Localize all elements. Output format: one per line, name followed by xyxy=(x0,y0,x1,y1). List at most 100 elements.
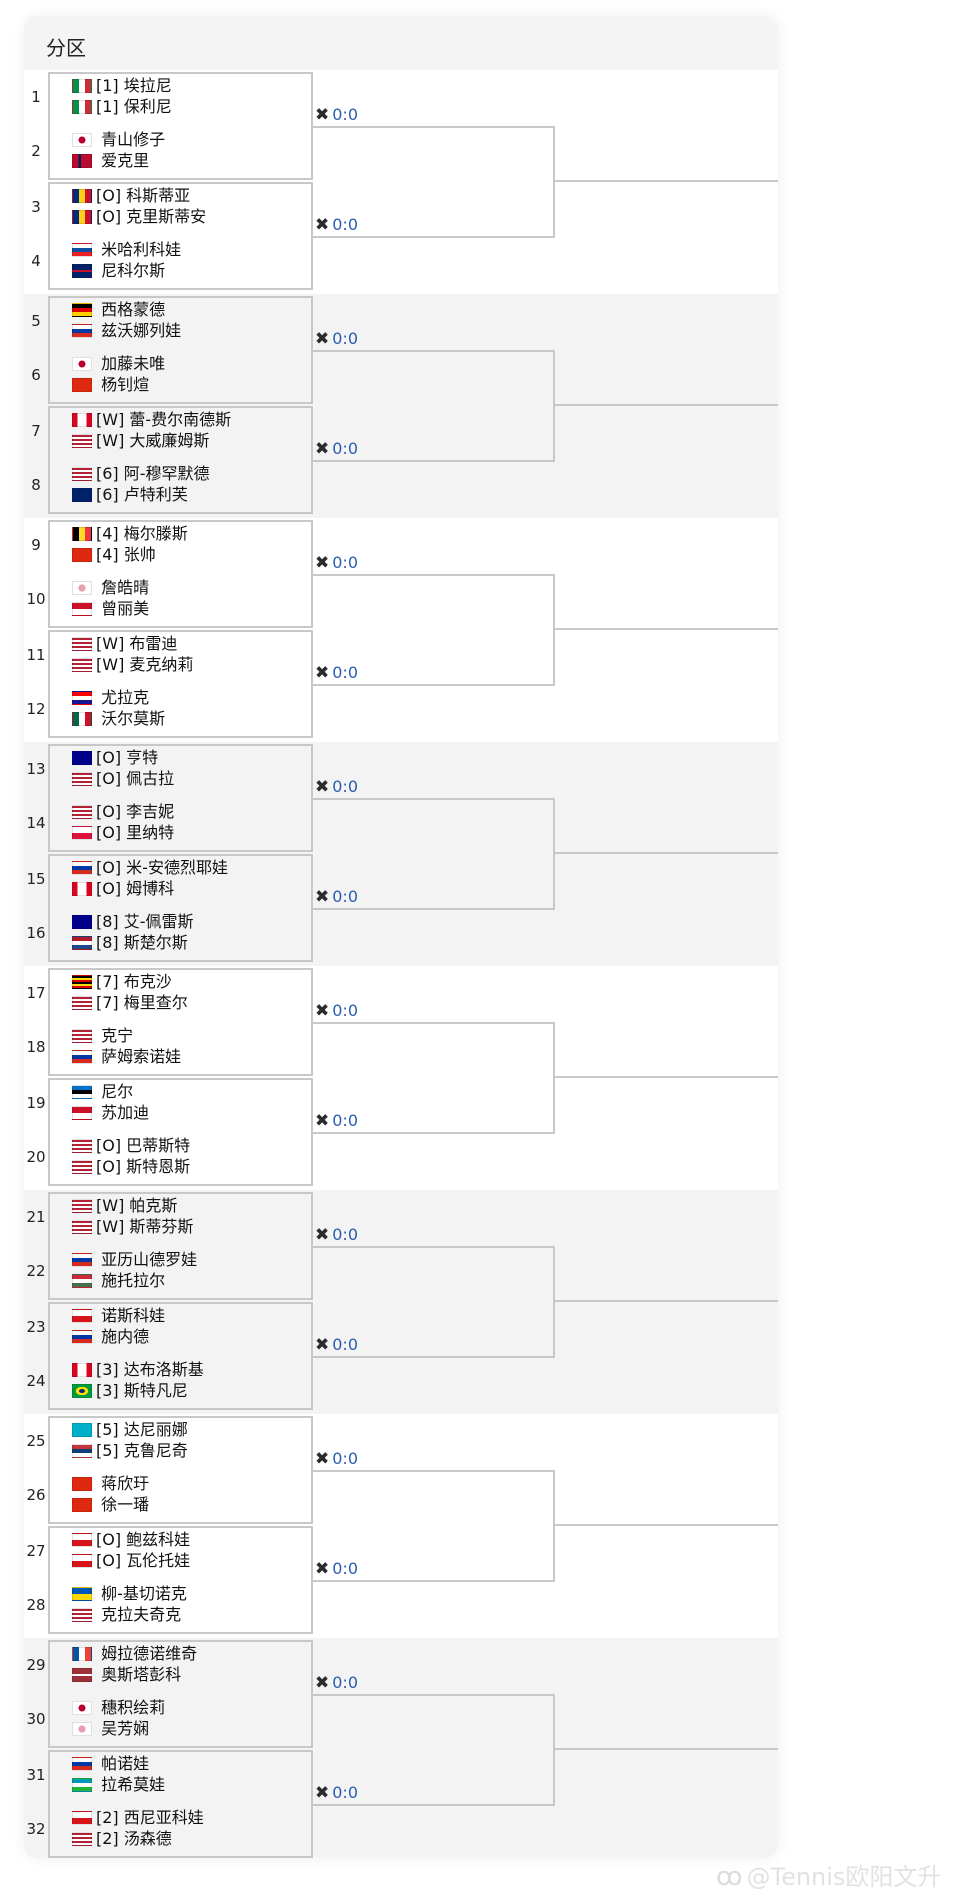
draw-position: 21 xyxy=(26,1208,46,1226)
player-row[interactable]: [O] 科斯蒂亚 xyxy=(72,186,190,206)
player-row[interactable]: [W] 大威廉姆斯 xyxy=(72,431,209,451)
flag-usa-icon xyxy=(72,996,92,1010)
player-row[interactable]: [W] 布雷迪 xyxy=(72,634,177,654)
match-score[interactable]: ✖0:0 xyxy=(315,329,358,349)
player-row[interactable]: 克宁 xyxy=(72,1026,133,1046)
flag-uk-icon xyxy=(72,264,92,278)
draw-position: 22 xyxy=(26,1262,46,1280)
player-row[interactable]: [6] 阿-穆罕默德 xyxy=(72,464,210,484)
match-score[interactable]: ✖0:0 xyxy=(315,1001,358,1021)
player-row[interactable]: 亚历山德罗娃 xyxy=(72,1250,197,1270)
match-score[interactable]: ✖0:0 xyxy=(315,887,358,907)
player-row[interactable]: [1] 保利尼 xyxy=(72,97,172,117)
player-name: 克鲁尼奇 xyxy=(123,1441,188,1460)
player-row[interactable]: [W] 蕾-费尔南德斯 xyxy=(72,410,231,430)
player-row[interactable]: [O] 鲍兹科娃 xyxy=(72,1530,190,1550)
player-row[interactable]: 蒋欣玗 xyxy=(72,1474,149,1494)
player-row[interactable]: 施托拉尔 xyxy=(72,1271,165,1291)
player-row[interactable]: [O] 米-安德烈耶娃 xyxy=(72,858,228,878)
player-name: 穗积绘莉 xyxy=(101,1698,166,1717)
player-row[interactable]: [2] 西尼亚科娃 xyxy=(72,1808,204,1828)
player-row[interactable]: [4] 张帅 xyxy=(72,545,156,565)
player-row[interactable]: 帕诺娃 xyxy=(72,1754,149,1774)
match-score[interactable]: ✖0:0 xyxy=(315,663,358,683)
match-score[interactable]: ✖0:0 xyxy=(315,1449,358,1469)
player-row[interactable]: 尼尔 xyxy=(72,1082,133,1102)
player-row[interactable]: 徐一璠 xyxy=(72,1495,149,1515)
match-score[interactable]: ✖0:0 xyxy=(315,777,358,797)
match-score[interactable]: ✖0:0 xyxy=(315,1673,358,1693)
player-row[interactable]: 萨姆索诺娃 xyxy=(72,1047,181,1067)
draw-position: 15 xyxy=(26,870,46,888)
draw-position: 11 xyxy=(26,646,46,664)
player-row[interactable]: [4] 梅尔滕斯 xyxy=(72,524,188,544)
player-row[interactable]: 曾丽美 xyxy=(72,599,149,619)
player-row[interactable]: [O] 亨特 xyxy=(72,748,158,768)
player-row[interactable]: [2] 汤森德 xyxy=(72,1829,172,1849)
player-row[interactable]: 詹皓晴 xyxy=(72,578,149,598)
player-name: 蕾-费尔南德斯 xyxy=(129,410,232,429)
match-score[interactable]: ✖0:0 xyxy=(315,1783,358,1803)
match-score[interactable]: ✖0:0 xyxy=(315,1225,358,1245)
player-row[interactable]: 尤拉克 xyxy=(72,688,149,708)
player-row[interactable]: 西格蒙德 xyxy=(72,300,165,320)
player-row[interactable]: 爱克里 xyxy=(72,151,149,171)
player-row[interactable]: [O] 姆博科 xyxy=(72,879,174,899)
player-row[interactable]: 柳-基切诺克 xyxy=(72,1584,187,1604)
player-row[interactable]: [6] 卢特利芙 xyxy=(72,485,188,505)
player-row[interactable]: 苏加迪 xyxy=(72,1103,149,1123)
player-row[interactable]: [O] 里纳特 xyxy=(72,823,174,843)
score-text: 0:0 xyxy=(332,887,358,906)
match-score[interactable]: ✖0:0 xyxy=(315,553,358,573)
player-row[interactable]: 米哈利科娃 xyxy=(72,240,181,260)
match-score[interactable]: ✖0:0 xyxy=(315,105,358,125)
player-row[interactable]: 诺斯科娃 xyxy=(72,1306,165,1326)
player-row[interactable]: [O] 佩古拉 xyxy=(72,769,174,789)
player-row[interactable]: [W] 斯蒂芬斯 xyxy=(72,1217,193,1237)
player-row[interactable]: [8] 艾-佩雷斯 xyxy=(72,912,194,932)
match-score[interactable]: ✖0:0 xyxy=(315,1335,358,1355)
player-row[interactable]: [O] 克里斯蒂安 xyxy=(72,207,206,227)
player-name: 埃拉尼 xyxy=(123,76,172,95)
flag-uzbekistan-icon xyxy=(72,1778,92,1792)
player-row[interactable]: 姆拉德诺维奇 xyxy=(72,1644,197,1664)
player-row[interactable]: [1] 埃拉尼 xyxy=(72,76,172,96)
player-row[interactable]: 吴芳娴 xyxy=(72,1719,149,1739)
player-name: 杨钊煊 xyxy=(101,375,150,394)
player-row[interactable]: [7] 布克沙 xyxy=(72,972,172,992)
draw-position: 13 xyxy=(26,760,46,778)
match-box xyxy=(48,1416,313,1524)
match-score[interactable]: ✖0:0 xyxy=(315,1111,358,1131)
match-score[interactable]: ✖0:0 xyxy=(315,215,358,235)
player-row[interactable]: [5] 达尼丽娜 xyxy=(72,1420,188,1440)
match-score[interactable]: ✖0:0 xyxy=(315,439,358,459)
player-row[interactable]: [O] 瓦伦托娃 xyxy=(72,1551,190,1571)
player-row[interactable]: [W] 麦克纳莉 xyxy=(72,655,193,675)
player-row[interactable]: [W] 帕克斯 xyxy=(72,1196,177,1216)
player-row[interactable]: 沃尔莫斯 xyxy=(72,709,165,729)
player-row[interactable]: [3] 斯特凡尼 xyxy=(72,1381,188,1401)
player-row[interactable]: 兹沃娜列娃 xyxy=(72,321,181,341)
player-row[interactable]: [8] 斯楚尔斯 xyxy=(72,933,188,953)
player-row[interactable]: 施内德 xyxy=(72,1327,149,1347)
player-row[interactable]: 奥斯塔彭科 xyxy=(72,1665,181,1685)
player-row[interactable]: [5] 克鲁尼奇 xyxy=(72,1441,188,1461)
flag-china-icon xyxy=(72,378,92,392)
player-row[interactable]: [7] 梅里查尔 xyxy=(72,993,188,1013)
player-row[interactable]: [O] 斯特恩斯 xyxy=(72,1157,190,1177)
player-row[interactable]: 杨钊煊 xyxy=(72,375,149,395)
player-row[interactable]: 尼科尔斯 xyxy=(72,261,165,281)
draw-position: 20 xyxy=(26,1148,46,1166)
player-row[interactable]: [3] 达布洛斯基 xyxy=(72,1360,204,1380)
player-row[interactable]: 克拉夫奇克 xyxy=(72,1605,181,1625)
player-row[interactable]: [O] 巴蒂斯特 xyxy=(72,1136,190,1156)
player-row[interactable]: 拉希莫娃 xyxy=(72,1775,165,1795)
player-row[interactable]: 青山修子 xyxy=(72,130,165,150)
draw-position: 25 xyxy=(26,1432,46,1450)
player-row[interactable]: 加藤未唯 xyxy=(72,354,165,374)
match-score[interactable]: ✖0:0 xyxy=(315,1559,358,1579)
player-row[interactable]: [O] 李吉妮 xyxy=(72,802,174,822)
player-row[interactable]: 穗积绘莉 xyxy=(72,1698,165,1718)
